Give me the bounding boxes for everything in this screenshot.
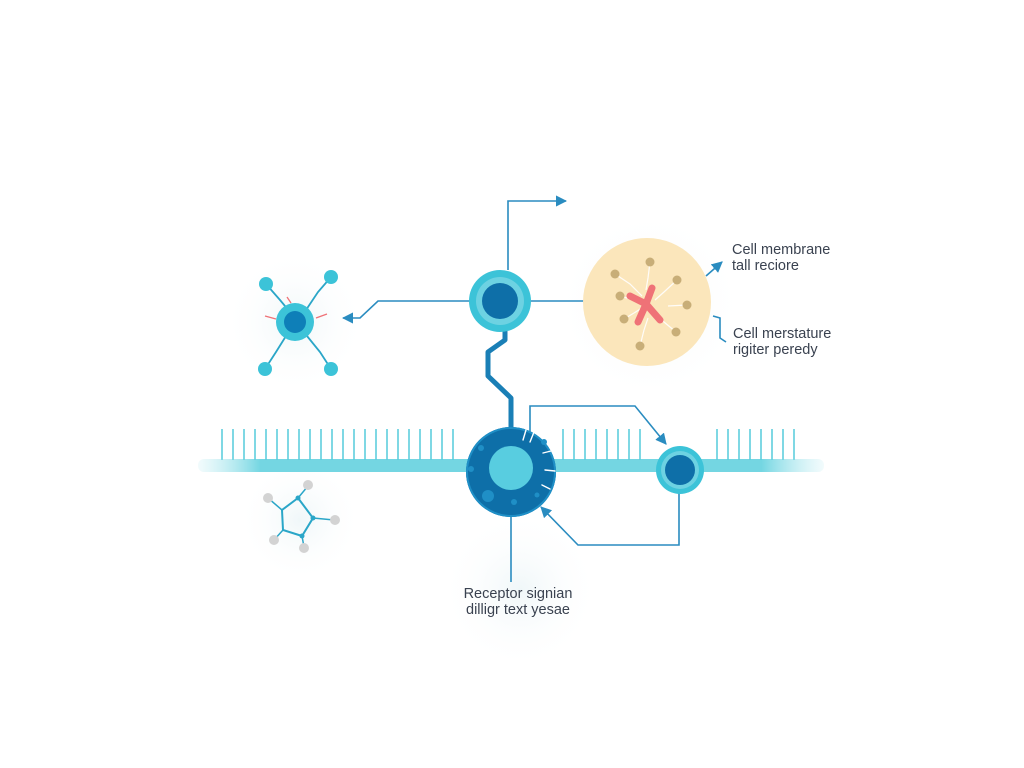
branched-molecule-icon: [258, 270, 338, 376]
return-signal-arrow: [540, 493, 680, 546]
nucleus-cell-icon: [469, 270, 531, 332]
signal-stem: [485, 327, 514, 431]
cell-membrane-label-line2: tall reciore: [732, 258, 799, 274]
cell-structure-label: Cell merstature rigiter peredy: [733, 326, 831, 358]
receptor-signal-label-line2: dilligr text yesae: [466, 602, 570, 618]
cell-membrane-label: Cell membrane tall reciore: [732, 242, 830, 274]
membrane-ticks: [221, 429, 795, 460]
cell-structure-label-line2: rigiter peredy: [733, 342, 818, 358]
signal-connectors: [341, 195, 727, 582]
receptor-signal-label: Receptor signian dilligr text yesae: [458, 586, 578, 618]
receptor-signal-label-line1: Receptor signian: [463, 586, 573, 602]
left-signal-arrow: [341, 300, 470, 324]
pentagon-molecule-icon: [263, 480, 340, 553]
label-leader-bottom: [712, 315, 727, 343]
small-receptor-icon: [656, 446, 704, 494]
x-molecule-icon: [626, 284, 664, 326]
target-cell-icon: [583, 238, 711, 366]
cell-structure-label-line1: Cell merstature: [733, 326, 832, 342]
label-leader-top: [705, 261, 723, 277]
upper-signal-arrow: [507, 195, 568, 270]
right-loop-arrow: [529, 405, 667, 445]
receptor-complex-icon: [466, 427, 556, 517]
cell-membrane-label-line1: Cell membrane: [732, 242, 831, 258]
